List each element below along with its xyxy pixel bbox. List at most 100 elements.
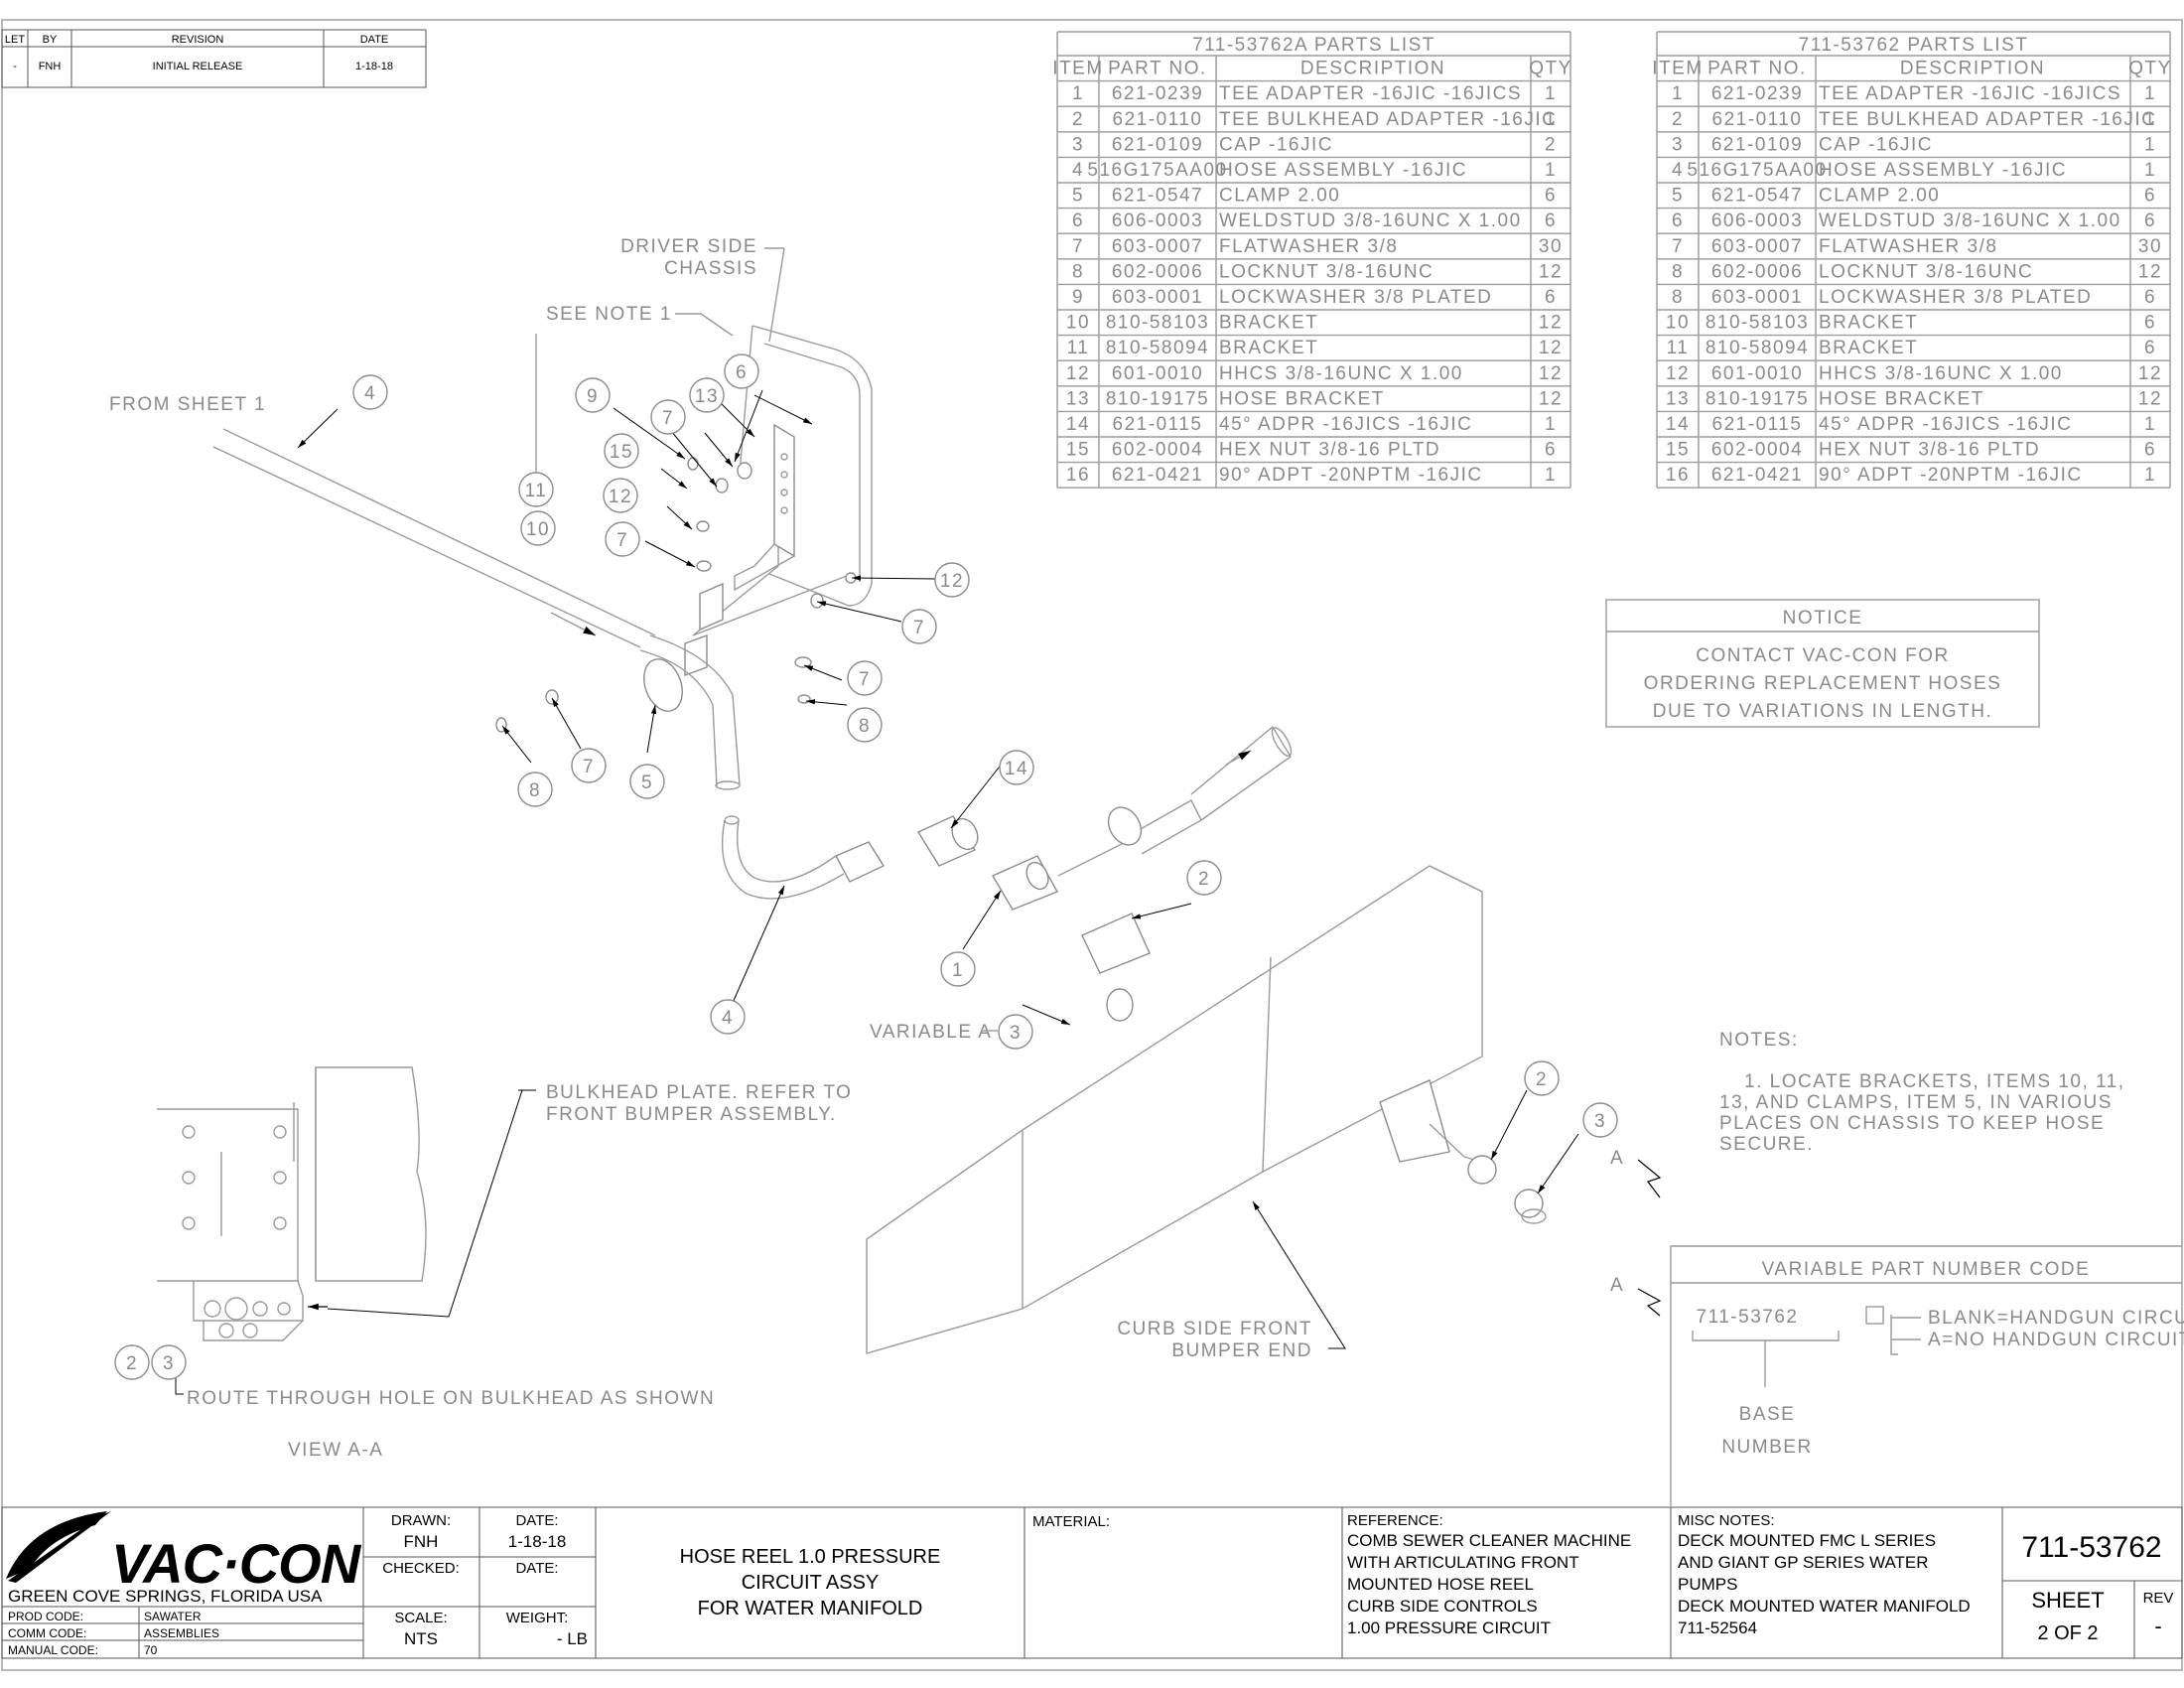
parts-row-part-no: 810-58094 [1106, 338, 1209, 358]
parts-row-description: HEX NUT 3/8-16 PLTD [1819, 440, 2040, 461]
parts-row-item: 12 [1666, 363, 1690, 384]
callout-chassis: CHASSIS [664, 258, 757, 279]
parts-row-qty: 12 [1539, 363, 1563, 384]
checked-label: CHECKED: [382, 1560, 460, 1577]
balloon-4: 4 [352, 374, 388, 410]
parts-row-description: WELDSTUD 3/8-16UNC X 1.00 [1819, 211, 2121, 231]
balloon-6: 6 [724, 353, 759, 389]
notice-line-2: ORDERING REPLACEMENT HOSES [1644, 673, 2002, 694]
balloon-7: 7 [605, 521, 640, 557]
parts-row-description: 45° ADPR -16JICS -16JIC [1219, 414, 1472, 435]
callout-front-bumper-assembly: FRONT BUMPER ASSEMBLY. [546, 1104, 837, 1125]
svg-text:5: 5 [641, 773, 653, 793]
sheet-border [1, 19, 2183, 1671]
checked-date-label: DATE: [515, 1560, 558, 1577]
svg-text:9: 9 [587, 386, 599, 407]
parts-row-item: 13 [1666, 388, 1690, 409]
callout-bulkhead-plate: BULKHEAD PLATE. REFER TO [546, 1082, 852, 1103]
balloon-7: 7 [650, 399, 686, 435]
notice-line-3: DUE TO VARIATIONS IN LENGTH. [1653, 701, 1993, 722]
comm-code-value: ASSEMBLIES [144, 1626, 219, 1640]
parts-row-part-no: 516G175AA00 [1687, 160, 1827, 181]
notes-line-1: 1. LOCATE BRACKETS, ITEMS 10, 11, [1744, 1071, 2125, 1092]
parts-row-description: HHCS 3/8-16UNC X 1.00 [1219, 363, 1463, 384]
parts-row-part-no: 621-0115 [1712, 414, 1803, 435]
parts-row-qty: 12 [2138, 388, 2162, 409]
parts-row-qty: 6 [1545, 186, 1557, 207]
title-block: VAC·CON GREEN COVE SPRINGS, FLORIDA USA … [1, 1506, 2183, 1659]
parts-row-item: 1 [1672, 83, 1684, 104]
notice-box: NOTICE CONTACT VAC-CON FOR ORDERING REPL… [1605, 599, 2040, 728]
parts-row-item: 3 [1672, 134, 1684, 155]
parts-row-part-no: 606-0003 [1711, 211, 1803, 231]
callout-route-through-hole: ROUTE THROUGH HOLE ON BULKHEAD AS SHOWN [187, 1388, 715, 1409]
balloon-1: 1 [940, 951, 976, 987]
parts-row-qty: 6 [1545, 211, 1557, 231]
balloon-12: 12 [603, 478, 638, 513]
parts-header-part-no: PART NO. [1707, 59, 1807, 79]
parts-row-item: 16 [1066, 465, 1090, 486]
parts-row-part-no: 516G175AA00 [1087, 160, 1227, 181]
notice-line-1: CONTACT VAC-CON FOR [1696, 645, 1949, 666]
parts-row-part-no: 603-0001 [1112, 287, 1203, 308]
svg-text:8: 8 [529, 780, 541, 801]
balloon-13: 13 [689, 377, 725, 413]
rev-date: 1-18-18 [355, 61, 393, 72]
parts-header-part-no: PART NO. [1108, 59, 1207, 79]
comm-code-label: COMM CODE: [8, 1626, 86, 1640]
parts-row-part-no: 621-0109 [1711, 134, 1803, 155]
reference-line-4: CURB SIDE CONTROLS [1347, 1597, 1538, 1616]
svg-text:4: 4 [722, 1008, 734, 1029]
svg-text:10: 10 [526, 519, 550, 540]
svg-text:3: 3 [163, 1353, 175, 1374]
parts-row-qty: 6 [2144, 338, 2156, 358]
svg-text:3: 3 [1010, 1023, 1022, 1044]
svg-text:4: 4 [364, 383, 376, 404]
parts-row-qty: 6 [2144, 211, 2156, 231]
parts-row-part-no: 810-19175 [1706, 388, 1809, 409]
reference-line-1: COMB SEWER CLEANER MACHINE [1347, 1531, 1631, 1550]
rev-header-date: DATE [360, 34, 389, 46]
parts-row-part-no: 810-19175 [1106, 388, 1209, 409]
parts-row-part-no: 810-58103 [1106, 313, 1209, 334]
parts-row-description: CLAMP 2.00 [1219, 186, 1340, 207]
scale-value: NTS [404, 1629, 438, 1648]
curb-side-front-bumper [866, 865, 1547, 1354]
callout-variable-a: VARIABLE A [870, 1022, 992, 1043]
parts-row-description: HOSE ASSEMBLY -16JIC [1219, 160, 1467, 181]
parts-row-description: 45° ADPR -16JICS -16JIC [1819, 414, 2072, 435]
notes-line-4: SECURE. [1719, 1134, 1814, 1155]
parts-header-item: ITEM [1052, 59, 1103, 79]
parts-row-description: LOCKWASHER 3/8 PLATED [1819, 287, 2092, 308]
parts-row-description: TEE ADAPTER -16JIC -16JICS [1219, 83, 1522, 104]
svg-text:12: 12 [940, 571, 964, 592]
drawn-value: FNH [404, 1532, 439, 1551]
parts-row-part-no: 602-0004 [1711, 440, 1803, 461]
parts-row-item: 6 [1072, 211, 1084, 231]
misc-notes-line-3: PUMPS [1678, 1575, 1737, 1594]
misc-notes-line-2: AND GIANT GP SERIES WATER [1678, 1553, 1929, 1572]
parts-row-part-no: 606-0003 [1112, 211, 1203, 231]
parts-row-description: TEE BULKHEAD ADAPTER -16JIC [1219, 109, 1557, 130]
balloon-3: 3 [998, 1014, 1033, 1050]
balloon-3: 3 [151, 1344, 187, 1380]
assembly-drawing: A A DRIVER SIDE CHASSIS SEE NOTE 1 FROM … [109, 236, 1662, 1461]
parts-row-item: 10 [1666, 313, 1690, 334]
balloon-7: 7 [571, 748, 607, 783]
svg-text:7: 7 [859, 669, 871, 690]
parts-row-item: 11 [1667, 338, 1690, 358]
rev-header-revision: REVISION [172, 34, 224, 46]
parts-row-part-no: 621-0239 [1112, 83, 1203, 104]
svg-text:7: 7 [583, 757, 595, 777]
balloon-14: 14 [999, 750, 1034, 785]
parts-row-item: 8 [1672, 287, 1684, 308]
parts-row-part-no: 621-0421 [1711, 465, 1803, 486]
material-label: MATERIAL: [1032, 1513, 1110, 1530]
company-logo-text: VAC·CON [111, 1532, 362, 1595]
parts-row-item: 2 [1072, 109, 1084, 130]
parts-row-part-no: 810-58094 [1706, 338, 1809, 358]
parts-row-qty: 1 [2144, 414, 2156, 435]
callout-labels: DRIVER SIDE CHASSIS SEE NOTE 1 FROM SHEE… [109, 236, 1311, 1461]
